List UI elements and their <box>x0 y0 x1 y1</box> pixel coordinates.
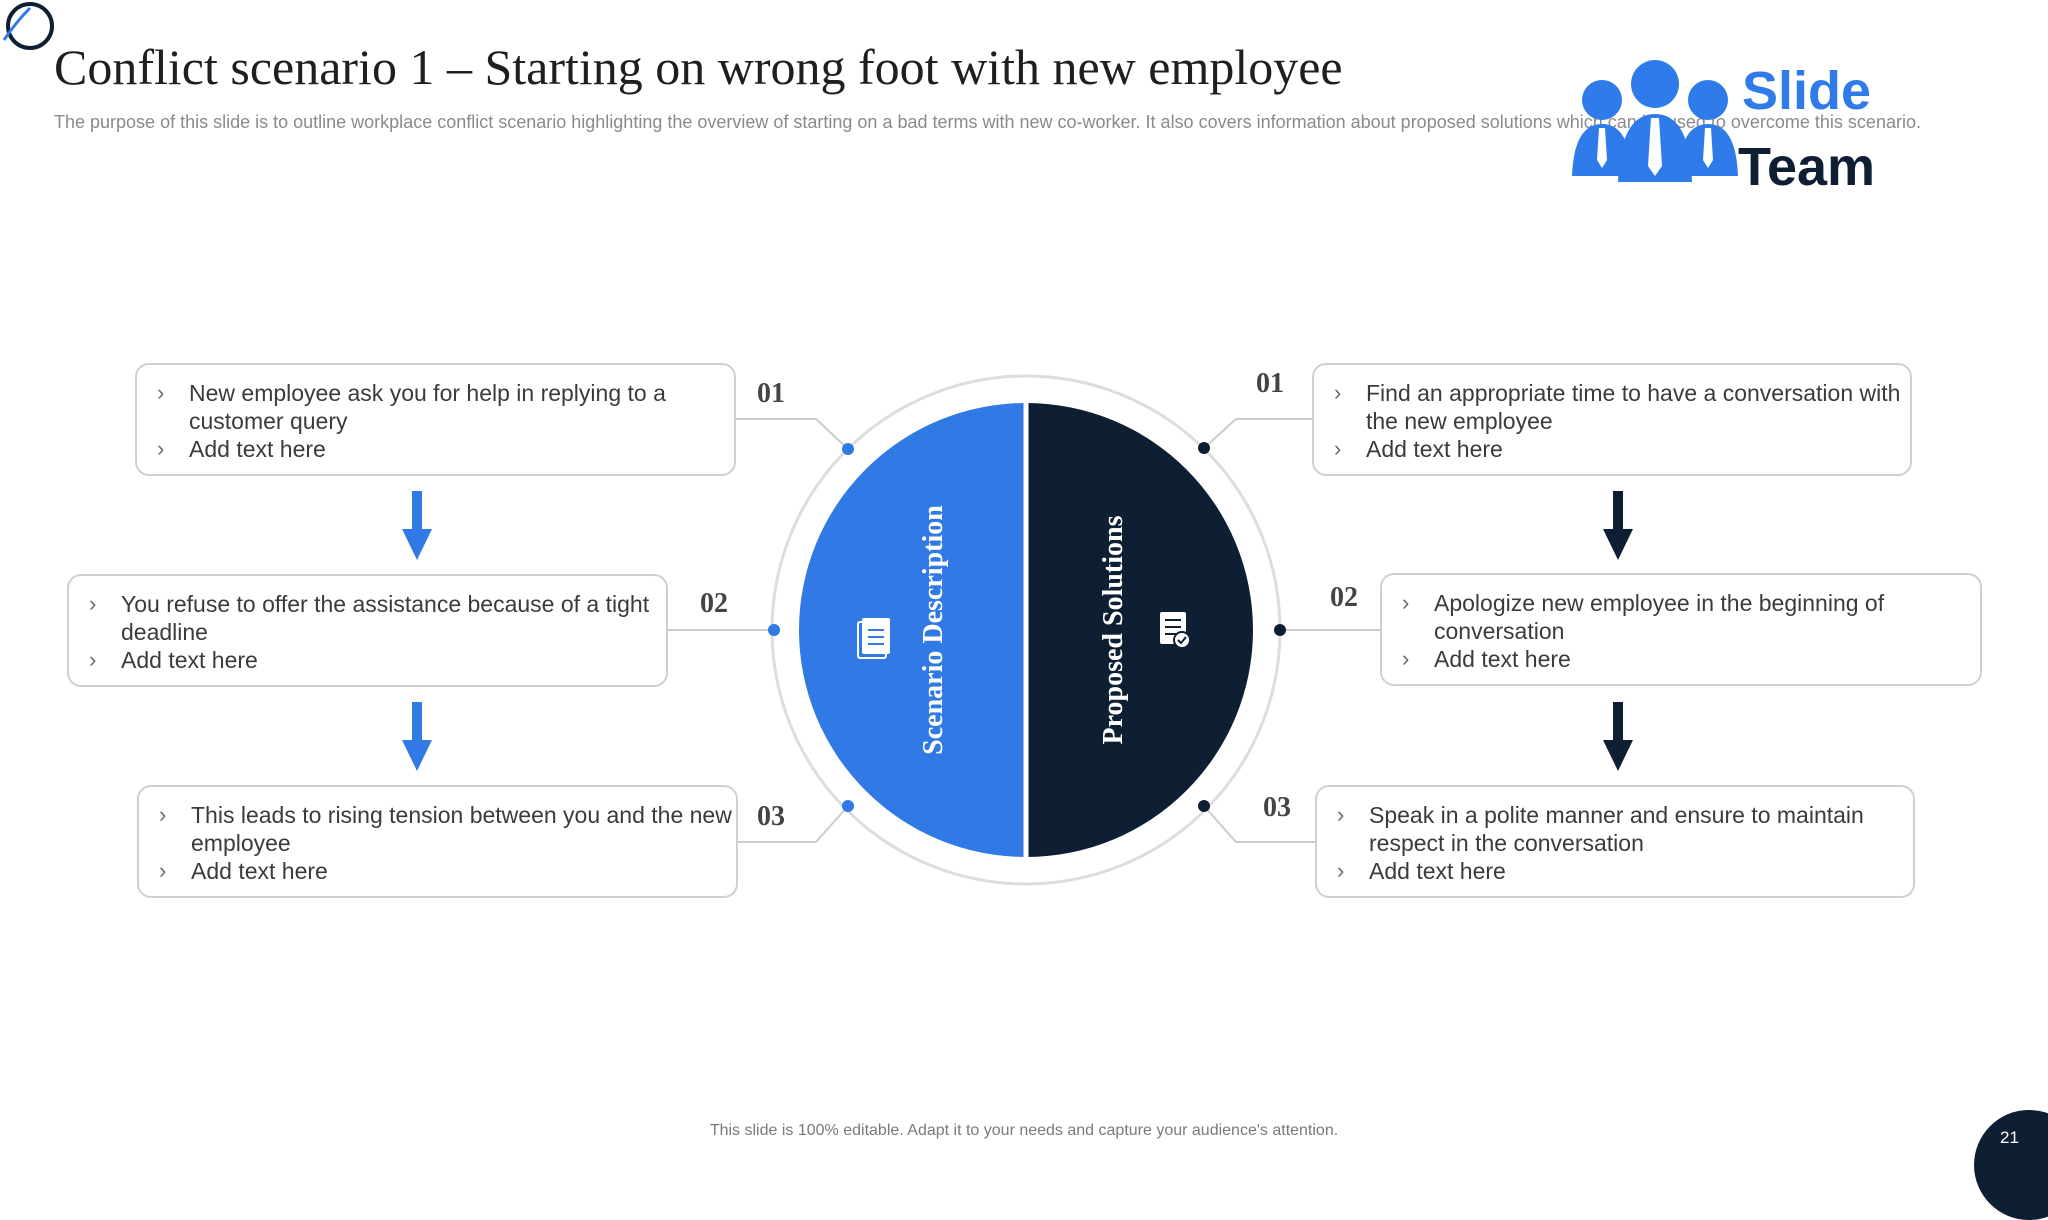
page-subtitle: The purpose of this slide is to outline … <box>54 112 1921 132</box>
solution-02-bullet-2: ›Add text here <box>1402 646 1571 672</box>
circle-left-half <box>799 403 1026 857</box>
solution-03-bullet-1: ›Speak in a polite manner and ensure to … <box>1337 802 1864 856</box>
checklist-icon <box>1160 612 1191 649</box>
scenario-description-label: Scenario Description <box>918 505 949 755</box>
scenario-box-01: ›New employee ask you for help in replyi… <box>135 363 736 476</box>
slideteam-logo: Slide Team <box>1570 56 1890 194</box>
circle-right-half <box>1026 403 1253 857</box>
logo-text-slide: Slide <box>1742 61 1872 121</box>
connector-right-01 <box>1203 418 1314 449</box>
page-title: Conflict scenario 1 – Starting on wrong … <box>54 39 1343 95</box>
solution-num-02: 02 <box>1330 582 1358 613</box>
connector-right-03 <box>1203 805 1316 843</box>
solution-num-01: 01 <box>1256 368 1284 399</box>
arrow-down-right-1 <box>1603 491 1633 560</box>
dot-left-03 <box>842 800 854 812</box>
dot-right-03 <box>1198 800 1210 812</box>
proposed-solutions-label: Proposed Solutions <box>1098 515 1129 745</box>
arrow-down-left-1 <box>402 491 432 560</box>
scenario-num-02: 02 <box>700 588 728 619</box>
scenario-03-bullet-1: ›This leads to rising tension between yo… <box>159 802 732 856</box>
footer-note: This slide is 100% editable. Adapt it to… <box>709 1122 1339 1139</box>
scenario-num-03: 03 <box>757 801 785 832</box>
diagram-graphics <box>402 374 1633 886</box>
connector-left-03 <box>738 805 849 843</box>
dot-left-01 <box>842 443 854 455</box>
scenario-02-bullet-1: ›You refuse to offer the assistance beca… <box>89 591 650 645</box>
arrow-down-left-2 <box>402 702 432 771</box>
solution-box-01: ›Find an appropriate time to have a conv… <box>1312 363 1912 476</box>
solution-box-03: ›Speak in a polite manner and ensure to … <box>1315 785 1915 898</box>
connector-left-01 <box>736 418 849 450</box>
solution-01-bullet-2: ›Add text here <box>1334 436 1503 462</box>
dot-right-02 <box>1274 624 1286 636</box>
solution-num-03: 03 <box>1263 792 1291 823</box>
dot-left-02 <box>768 624 780 636</box>
scenario-01-bullet-1: ›New employee ask you for help in replyi… <box>157 380 666 434</box>
solution-box-02: ›Apologize new employee in the beginning… <box>1380 573 1982 686</box>
scenario-03-bullet-2: ›Add text here <box>159 858 328 884</box>
solution-03-bullet-2: ›Add text here <box>1337 858 1506 884</box>
scenario-num-01: 01 <box>757 378 785 409</box>
page-number: 21 <box>2000 1128 2019 1147</box>
dot-right-01 <box>1198 442 1210 454</box>
scenario-box-03: ›This leads to rising tension between yo… <box>137 785 738 898</box>
logo-text-team: Team <box>1738 137 1876 197</box>
corner-ring-decoration <box>2 2 54 50</box>
team-people-icon <box>1572 60 1738 182</box>
document-icon <box>857 618 890 659</box>
solution-01-bullet-1: ›Find an appropriate time to have a conv… <box>1334 380 1901 434</box>
scenario-01-bullet-2: ›Add text here <box>157 436 326 462</box>
arrow-down-right-2 <box>1603 702 1633 771</box>
scenario-box-02: ›You refuse to offer the assistance beca… <box>67 574 668 687</box>
solution-02-bullet-1: ›Apologize new employee in the beginning… <box>1402 590 1885 644</box>
scenario-02-bullet-2: ›Add text here <box>89 647 258 673</box>
